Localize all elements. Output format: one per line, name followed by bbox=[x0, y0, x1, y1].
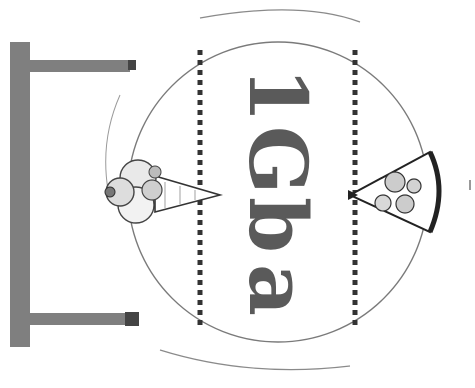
pizza-slice-icon bbox=[348, 152, 439, 232]
letter-1: 1 bbox=[231, 67, 325, 123]
word-letters: 1 G b a bbox=[231, 67, 325, 316]
outer-arc-left bbox=[106, 95, 120, 190]
letter-a: a bbox=[231, 264, 325, 316]
ice-cream-cone-icon bbox=[105, 160, 220, 223]
outer-arc-bottom bbox=[160, 350, 350, 370]
letter-g: G bbox=[231, 126, 325, 194]
outer-arc-top bbox=[200, 10, 360, 22]
letter-b: b bbox=[231, 197, 325, 253]
